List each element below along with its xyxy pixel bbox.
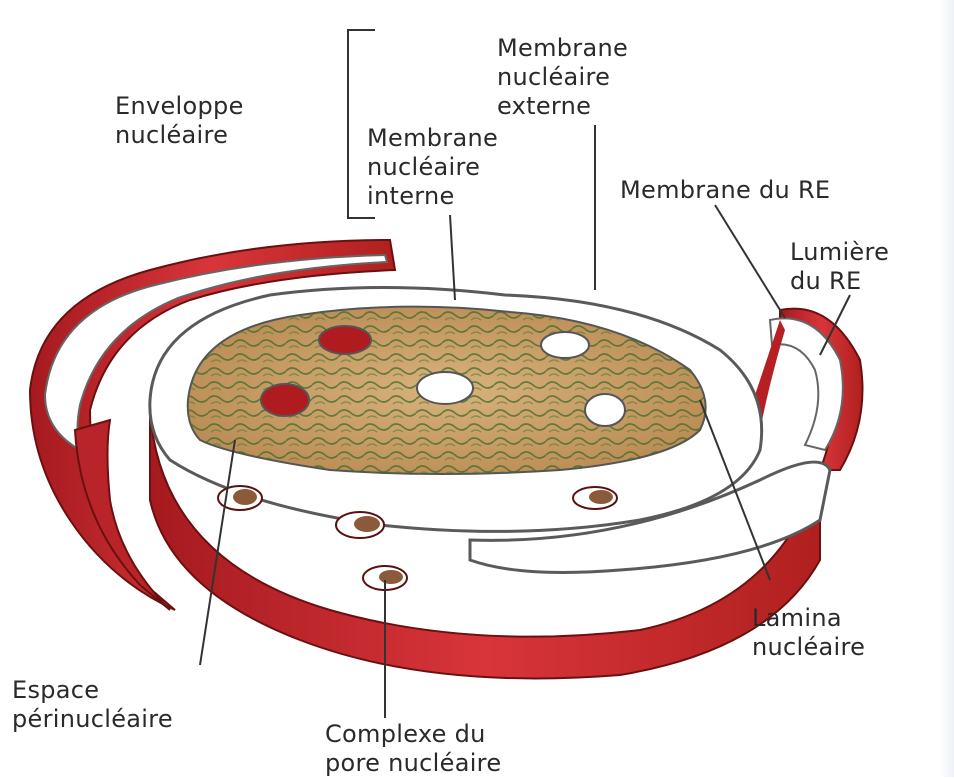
label-line: du RE	[790, 267, 889, 296]
pore-inner-2	[541, 332, 589, 358]
pore-complex-4	[589, 490, 613, 504]
label-line: Complexe du	[325, 720, 501, 749]
label-line: Espace	[12, 676, 173, 705]
label-lumiere-du-re: Lumière du RE	[790, 238, 889, 296]
pore-inner-5	[585, 394, 625, 426]
pore-complex-1	[233, 489, 257, 505]
leader-membrane-re	[715, 205, 785, 318]
label-line: nucléaire	[367, 153, 498, 182]
label-enveloppe-nucleaire: Enveloppe nucléaire	[115, 92, 244, 150]
label-line: Membrane	[497, 34, 628, 63]
label-line: nucléaire	[115, 121, 244, 150]
label-line: Enveloppe	[115, 92, 244, 121]
label-line: nucléaire	[752, 633, 865, 662]
pore-inner-1	[319, 326, 371, 354]
pore-inner-4	[417, 372, 473, 404]
label-line: Membrane	[367, 124, 498, 153]
pore-complex-3	[379, 570, 403, 584]
label-line: pore nucléaire	[325, 749, 501, 778]
label-membrane-du-re: Membrane du RE	[620, 176, 830, 205]
label-line: externe	[497, 92, 628, 121]
label-membrane-nucleaire-externe: Membrane nucléaire externe	[497, 34, 628, 121]
leader-membrane-interne	[450, 215, 455, 300]
label-membrane-nucleaire-interne: Membrane nucléaire interne	[367, 124, 498, 211]
pore-inner-3	[261, 384, 309, 416]
label-lamina-nucleaire: Lamina nucléaire	[752, 604, 865, 662]
label-line: périnucléaire	[12, 705, 173, 734]
label-complexe-du-pore: Complexe du pore nucléaire	[325, 720, 501, 778]
pore-complex-2	[354, 516, 380, 532]
label-line: Lamina	[752, 604, 865, 633]
label-line: Lumière	[790, 238, 889, 267]
label-line: interne	[367, 182, 498, 211]
label-line: Membrane du RE	[620, 176, 830, 205]
label-line: nucléaire	[497, 63, 628, 92]
page-edge-shadow	[940, 0, 954, 777]
label-espace-perinucleaire: Espace périnucléaire	[12, 676, 173, 734]
